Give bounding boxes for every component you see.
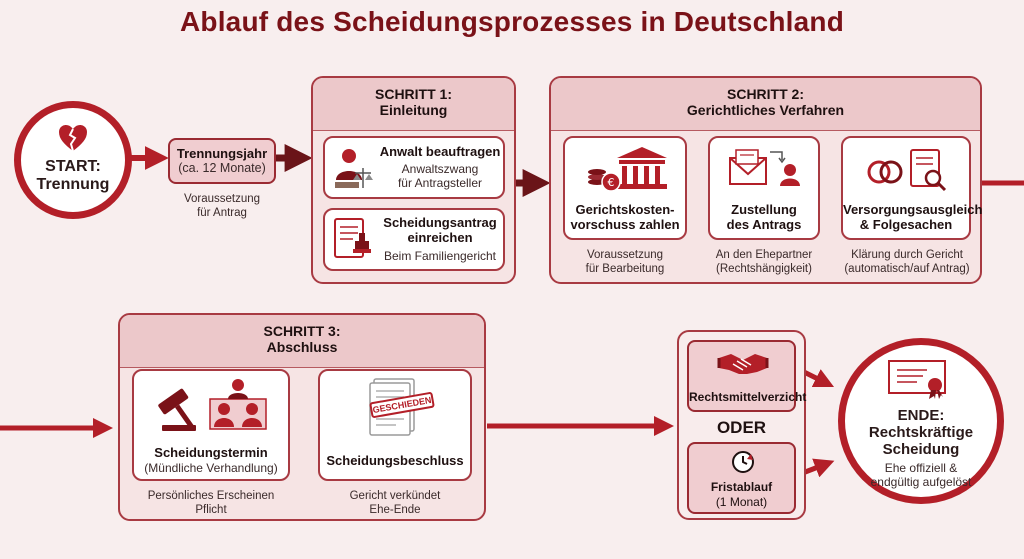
termin-title: Scheidungstermin [154,445,268,460]
termin-caption: Persönliches Erscheinen Pflicht [147,490,275,516]
termin-subtitle: (Mündliche Verhandlung) [144,461,278,475]
antrag-title: Scheidungsantrag einreichen [383,215,497,245]
options-panel: Rechtsmittelverzicht ODER Fristablauf (1… [677,330,806,520]
beschluss-caption: Gericht verkündet Ehe-Ende [349,490,441,516]
kosten-caption: Voraussetzung für Bearbeitung [585,249,665,275]
start-node: START: Trennung [14,101,132,219]
termin-card: Scheidungstermin (Mündliche Verhandlung) [132,369,290,481]
lawyer-icon [335,149,373,188]
anwalt-card: Anwalt beauftragen Anwaltszwang für Antr… [323,136,505,199]
step1-panel: SCHRITT 1: Einleitung Anwalt beauftragen… [311,76,516,284]
end-label: ENDE: Rechtskräftige Scheidung [868,407,974,458]
certificate-icon [888,360,946,399]
versorgung-card: Versorgungsausgleich & Folgesachen [841,136,983,240]
clock-icon [732,451,754,473]
beschluss-title: Scheidungsbeschluss [326,453,464,468]
frist-card: Fristablauf (1 Monat) [687,442,796,514]
step3-panel: SCHRITT 3: Abschluss Scheidungstermin (M… [118,313,486,521]
anwalt-title: Anwalt beauftragen [379,144,501,159]
envelope-person-icon [729,149,800,186]
document-stamp-icon [334,218,371,258]
verzicht-label: Rechtsmittelverzicht [689,390,807,404]
courthouse-coins-icon: € [588,147,667,192]
antrag-card: Scheidungsantrag einreichen Beim Familie… [323,208,505,271]
versorgung-caption: Klärung durch Gericht (automatisch/auf A… [844,249,970,275]
zustellung-title: Zustellung des Antrags [726,202,802,232]
step3-header: SCHRITT 3: Abschluss [120,315,484,368]
oder-label: ODER [716,418,767,437]
kosten-title: Gerichtskosten- vorschuss zahlen [570,202,680,232]
end-subtitle: Ehe offiziell & endgültig aufgelöst [870,461,972,489]
svg-text:€: € [608,176,615,189]
antrag-subtitle: Beim Familiengericht [383,249,497,263]
rings-document-icon [867,149,947,192]
step2-header: SCHRITT 2: Gerichtliches Verfahren [551,78,980,131]
trennungsjahr-caption: Voraussetzung für Antrag [183,193,261,219]
frist-label: Fristablauf (1 Monat) [710,480,773,509]
step1-header: SCHRITT 1: Einleitung [313,78,514,131]
trennungsjahr-title: Trennungsjahr [176,146,268,161]
verzicht-card: Rechtsmittelverzicht [687,340,807,412]
trennungsjahr-box: Trennungsjahr (ca. 12 Monate) [168,138,276,184]
end-node: ENDE: Rechtskräftige Scheidung Ehe offiz… [838,338,1004,504]
step2-panel: SCHRITT 2: Gerichtliches Verfahren € Ger… [549,76,982,284]
anwalt-subtitle: Anwaltszwang für Antragsteller [397,162,483,190]
zustellung-caption: An den Ehepartner (Rechtshängigkeit) [715,249,813,275]
kosten-card: € Gerichtskosten- vorschuss zahlen [563,136,687,240]
handshake-icon [717,354,769,374]
zustellung-card: Zustellung des Antrags [708,136,820,240]
gavel-court-icon [158,379,267,431]
broken-heart-icon [59,125,87,152]
start-label: START: Trennung [36,158,110,193]
beschluss-card: GESCHIEDEN Scheidungsbeschluss [318,369,472,481]
page-title: Ablauf des Scheidungsprozesses in Deutsc… [179,6,845,37]
versorgung-title: Versorgungsausgleich & Folgesachen [843,202,983,232]
trennungsjahr-duration: (ca. 12 Monate) [178,161,266,175]
